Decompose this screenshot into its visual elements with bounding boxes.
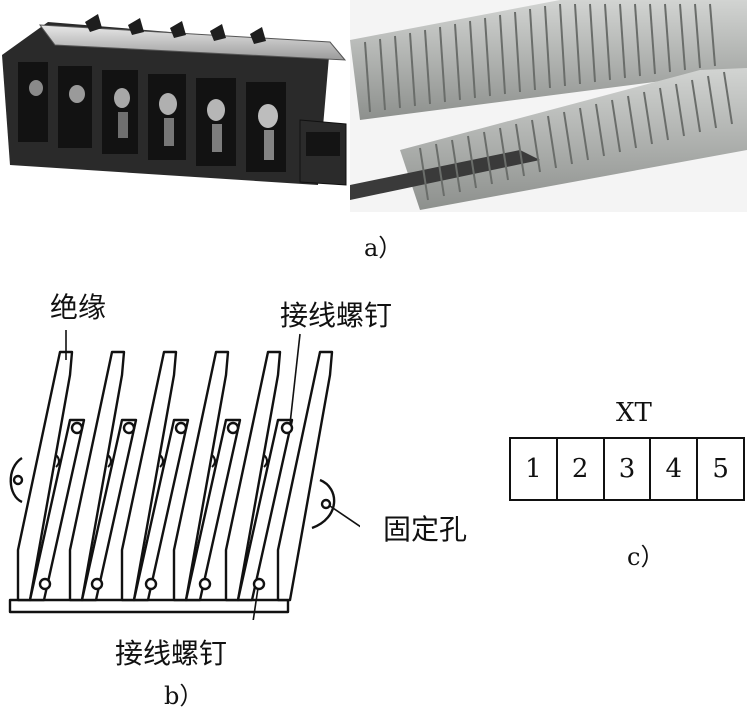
- panel-a-caption: a）: [364, 234, 403, 262]
- panel-b-caption: b）: [164, 682, 204, 710]
- label-wiring-screw-bottom: 接线螺钉: [115, 637, 228, 670]
- photo-barrier-terminal-block: [0, 0, 348, 205]
- label-wiring-screw-top: 接线螺钉: [280, 299, 393, 332]
- insulation-barriers: [16, 350, 334, 602]
- contact-strips: [28, 418, 294, 602]
- symbol-title: XT: [616, 398, 652, 428]
- panel-a-photos: [0, 0, 747, 212]
- panel-c-caption: c）: [627, 543, 665, 571]
- label-mounting-hole: 固定孔: [383, 513, 468, 546]
- terminal-symbol: 1 2 3 4 5: [509, 437, 745, 501]
- terminal-cell: 3: [605, 439, 652, 499]
- wiring-screws: [12, 421, 332, 591]
- terminal-cell: 2: [558, 439, 605, 499]
- barrier-notches: [55, 454, 268, 468]
- terminal-cell: 1: [511, 439, 558, 499]
- leader-lines: [65, 330, 360, 620]
- photo-din-rail-terminal-strips: [350, 0, 747, 212]
- panel-b-terminal-drawing: [8, 330, 360, 620]
- barrier-cells: [18, 62, 286, 172]
- terminal-cell: 5: [712, 454, 729, 484]
- label-insulation: 绝缘: [50, 291, 107, 324]
- base-plate: [8, 598, 290, 614]
- terminal-cell: 4: [651, 439, 699, 499]
